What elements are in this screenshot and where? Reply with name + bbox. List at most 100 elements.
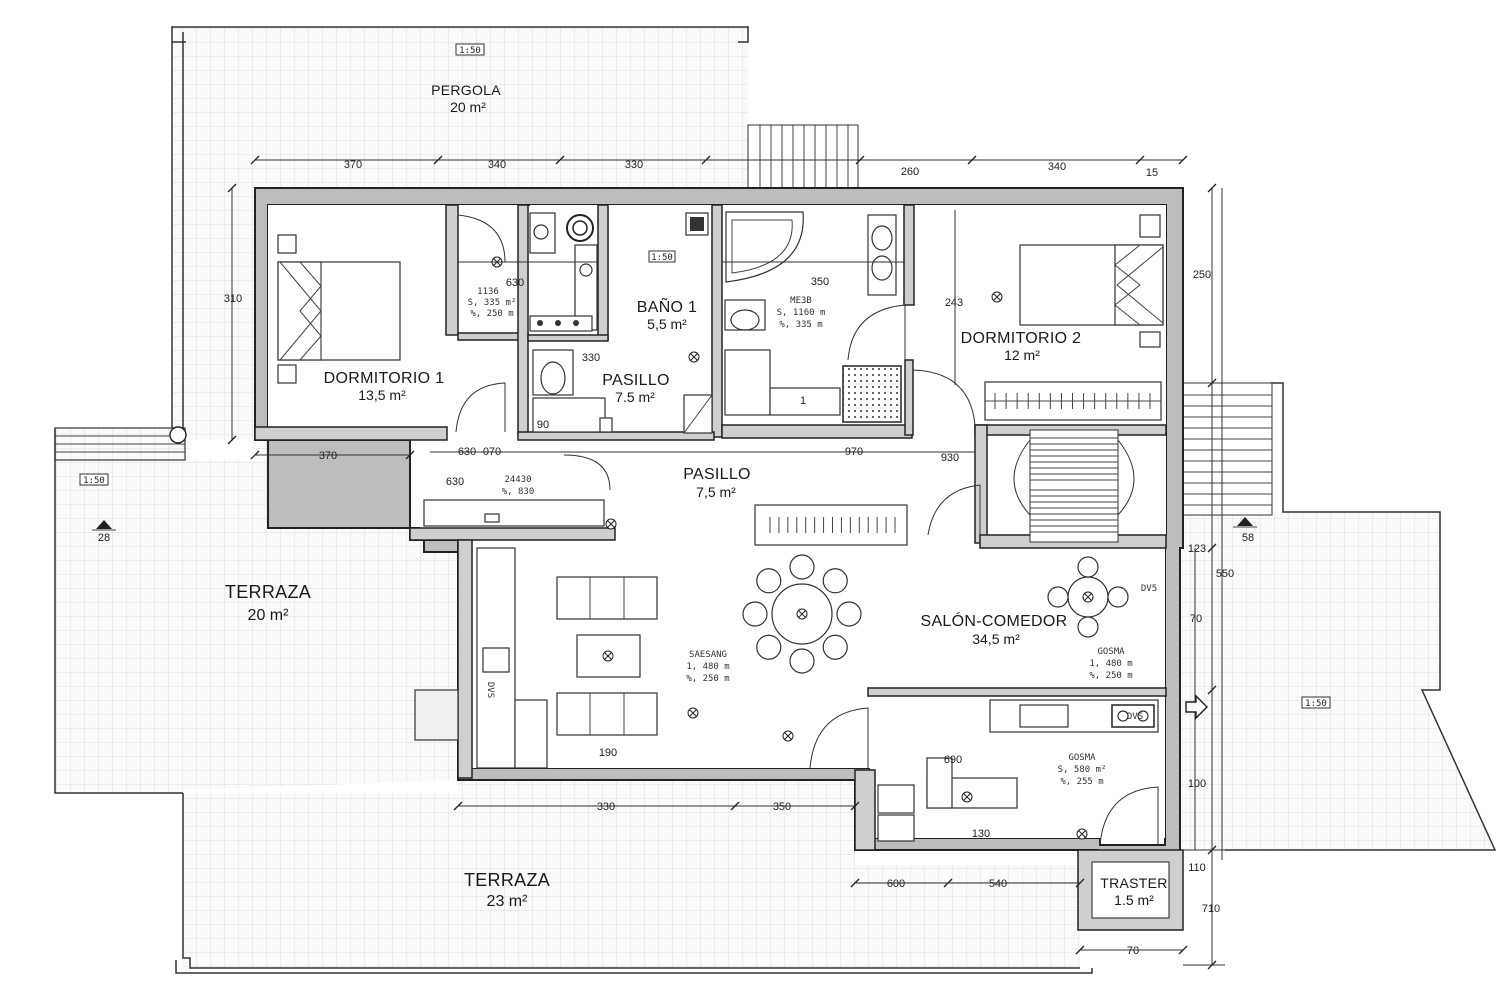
pasillo-main-name: PASILLO [683,466,751,483]
bidet-wc-bath2 [724,299,841,416]
exterior-stairs-top [747,124,859,189]
dimension-tick [1207,960,1217,970]
dim-top-3: 330 [625,159,643,171]
dining-chair [1077,556,1099,578]
traster-name: TRASTER [1100,875,1167,891]
dim-right-123: 123 [1188,543,1206,555]
dimension-tick [433,155,443,165]
level-markers: 28 58 [92,517,1257,544]
dim-bottom-600: 600 [887,878,905,890]
dim-top-5: 340 [1048,161,1066,173]
pasillo-main-area: 7,5 m² [696,484,736,500]
salon-name: SALÓN-COMEDOR [920,611,1067,630]
dining-chair [836,601,862,627]
sinks-bath2 [867,214,897,296]
note-dining-2: 1, 480 m [1089,659,1132,669]
dimension-tick [250,155,260,165]
dimension-tick [855,155,865,165]
note-kitchen-3: %, 255 m [1060,777,1103,787]
dim-hall-070: 070 [483,446,501,458]
dim-dorm2-243: 243 [945,297,963,309]
note-dining-tag: DV5 [1141,584,1157,594]
dormitorio1-area: 13,5 m² [358,387,406,403]
dimension-tick [1207,685,1217,695]
ceiling-light-mark [963,793,971,801]
dim-hall-630: 630 [458,446,476,458]
ceiling-light-mark [784,732,792,740]
dining-chair [822,568,848,594]
note-bath-b-1: ME3B [790,296,812,306]
dimension-lines [231,159,1225,966]
dimension-tick [730,801,740,811]
note-bath-a-3: %, 250 m [470,309,513,319]
dim-bottom-330: 330 [597,801,615,813]
dim-hall-970: 970 [845,446,863,458]
dim-left-height: 310 [224,293,242,305]
dining-chair [789,648,815,674]
dimension-tick [227,183,237,193]
nightstand-icon [1139,331,1161,348]
dim-right-110: 110 [1188,862,1206,874]
dim-bath-330: 330 [582,352,600,364]
dimension-tick [1207,543,1217,553]
dimension-tick [850,878,860,888]
dining-chair [1077,616,1099,638]
scale-tags: 1:50 1:50 1:50 1:50 [79,43,1331,709]
dim-salon-190: 190 [599,747,617,759]
dimension-tick [701,155,711,165]
ceiling-light-mark [690,353,698,361]
nightstand-icon [1139,214,1161,238]
terraza-bottom-area [175,780,1093,974]
room-labels: PERGOLA 20 m² DORMITORIO 1 13,5 m² BAÑO … [225,82,1167,910]
ceiling-light-mark [607,520,615,528]
dim-right-mid: 550 [1216,568,1234,580]
dimension-tick [405,450,415,460]
dimension-tick [1075,945,1085,955]
note-kitchen-2: S, 580 m² [1058,765,1107,775]
dimension-tick [1178,155,1188,165]
dining-chair [822,634,848,660]
dim-hall-930: 930 [941,452,959,464]
interior-staircase [1013,429,1135,543]
room-notes: 1136 S, 335 m² %, 250 m ME3B S, 1160 m %… [468,287,1158,787]
dim-right-710: 710 [1202,903,1220,915]
note-hall-2: %, 830 [502,487,535,497]
sofa-bottom [556,692,658,736]
dim-top-4: 260 [901,166,919,178]
pasillo-small-area: 7.5 m² [615,389,655,405]
dimension-tick [1207,845,1217,855]
note-bath-b-2: S, 1160 m [777,308,826,318]
dimension-tick [1207,183,1217,193]
dimension-tick [453,801,463,811]
dim-right-lower: 100 [1188,778,1206,790]
dim-right-top: 250 [1193,269,1211,281]
dormitorio1-name: DORMITORIO 1 [324,370,445,387]
dim-top-6: 15 [1146,167,1158,179]
dining-chair [1047,586,1069,608]
ceiling-light-mark [604,652,612,660]
pergola-area-text: 20 m² [450,99,486,115]
terraza-left-area-text: 20 m² [248,607,290,624]
dim-hall-630b: 630 [446,476,464,488]
note-bath-a-2: S, 335 m² [468,298,517,308]
dining-chair [789,554,815,580]
pasillo-small-name: PASILLO [602,372,670,389]
ceiling-lights [491,256,1094,840]
level-tag-right: 58 [1242,532,1254,544]
note-dining-1: GOSMA [1097,647,1125,657]
entrance-arrow-icon [1185,694,1208,720]
dining-chair [756,634,782,660]
traster-area: 1.5 m² [1114,892,1154,908]
exterior-stairs-right [1179,382,1273,516]
dining-table-large [742,554,862,674]
kitchen-counter [989,699,1159,733]
dining-chair [742,601,768,627]
ceiling-light-mark [1078,830,1086,838]
exterior-cabinet [414,689,459,741]
dimension-tick [943,878,953,888]
nightstand-icon [277,234,297,254]
terraza-bottom-name: TERRAZA [464,870,550,890]
note-dining-3: %, 250 m [1089,671,1132,681]
scale-tag-pergola: 1:50 [459,46,481,56]
dim-bottom-540: 540 [989,878,1007,890]
